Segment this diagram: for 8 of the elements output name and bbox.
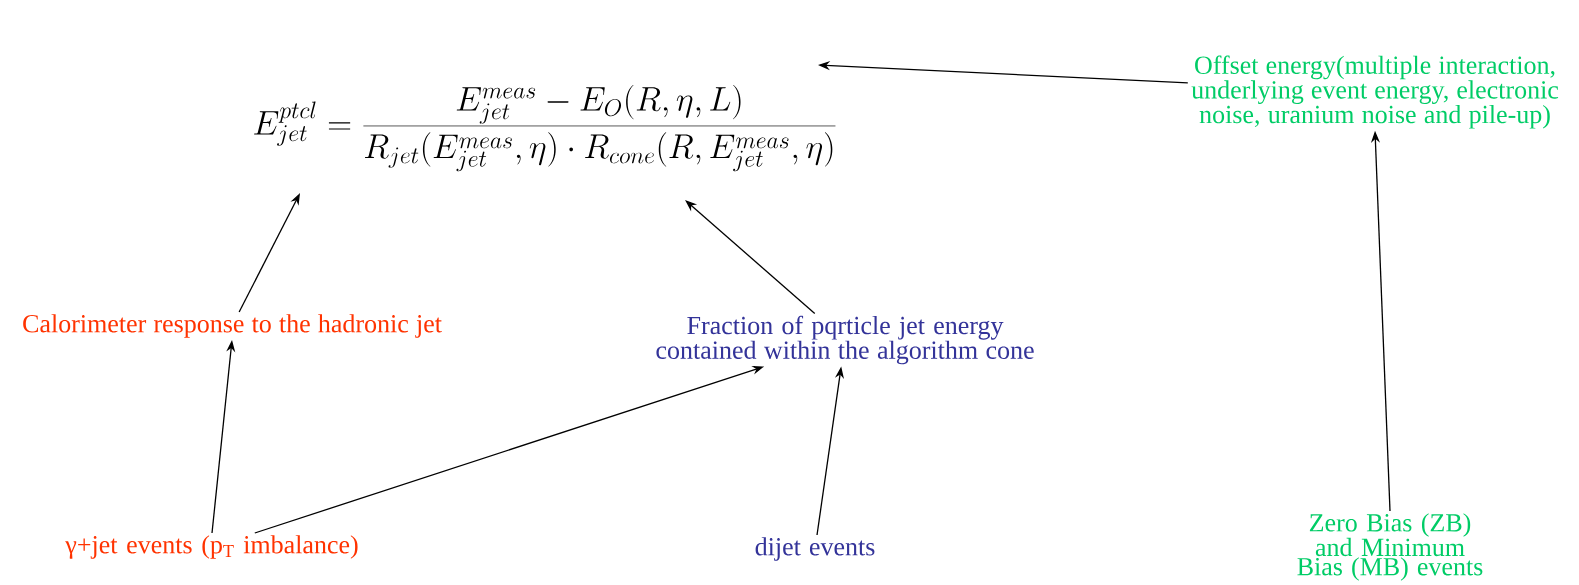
note-text: Calorimeter response to the hadronic jet [23, 314, 442, 338]
note-text: dijet events [755, 537, 875, 561]
arrow [685, 200, 816, 315]
note-text: Offset energy(multiple interaction, underlying event energy, electronic noise, uranium noise and pile-up) [1191, 55, 1559, 129]
note-text: γ+jet events (p$_{T}$ imbalance) [65, 535, 358, 559]
note-text: Fraction of pqrticle jet energy contained within the algorithm cone [656, 315, 1034, 365]
formula: $E_{jet}^{ptcl}=\frac{E_{jet}^{meas}-E_{O}(R,\eta,L)}{R_{jet}(E_{jet}^{meas},\eta)\cdot R_{cone}(R,E_{jet}^{meas},\eta)}$ [254, 84, 836, 172]
note-text: Zero Bias (ZB) and Minimum Bias (MB) events [1297, 513, 1483, 581]
